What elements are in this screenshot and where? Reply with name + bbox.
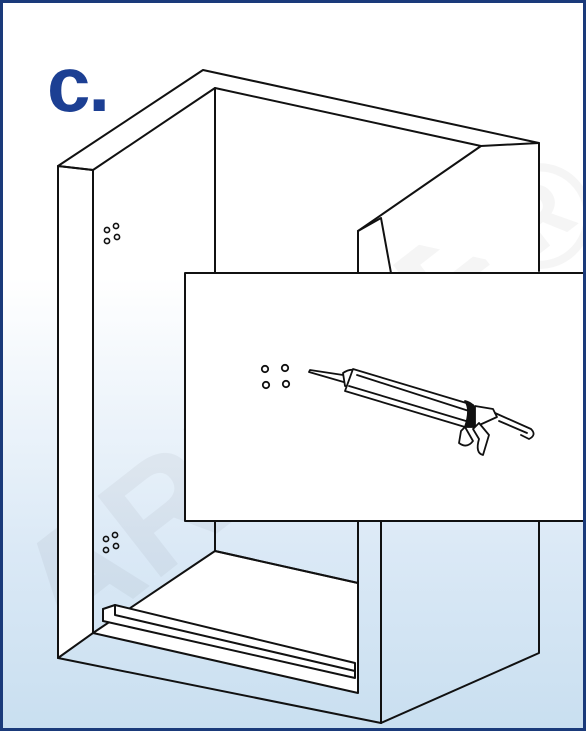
step-label: c.	[47, 40, 110, 128]
screw-holes-upper	[103, 222, 121, 245]
cabinet-left-panel	[57, 165, 94, 659]
cabinet-top-edge	[57, 69, 540, 272]
cabinet-top-rim	[92, 87, 482, 232]
screw-holes-lower	[102, 531, 120, 554]
cabinet-bottom	[57, 657, 382, 724]
cabinet-illustration	[57, 69, 583, 724]
caulk-gun	[308, 368, 535, 456]
inset-holes	[260, 363, 291, 390]
